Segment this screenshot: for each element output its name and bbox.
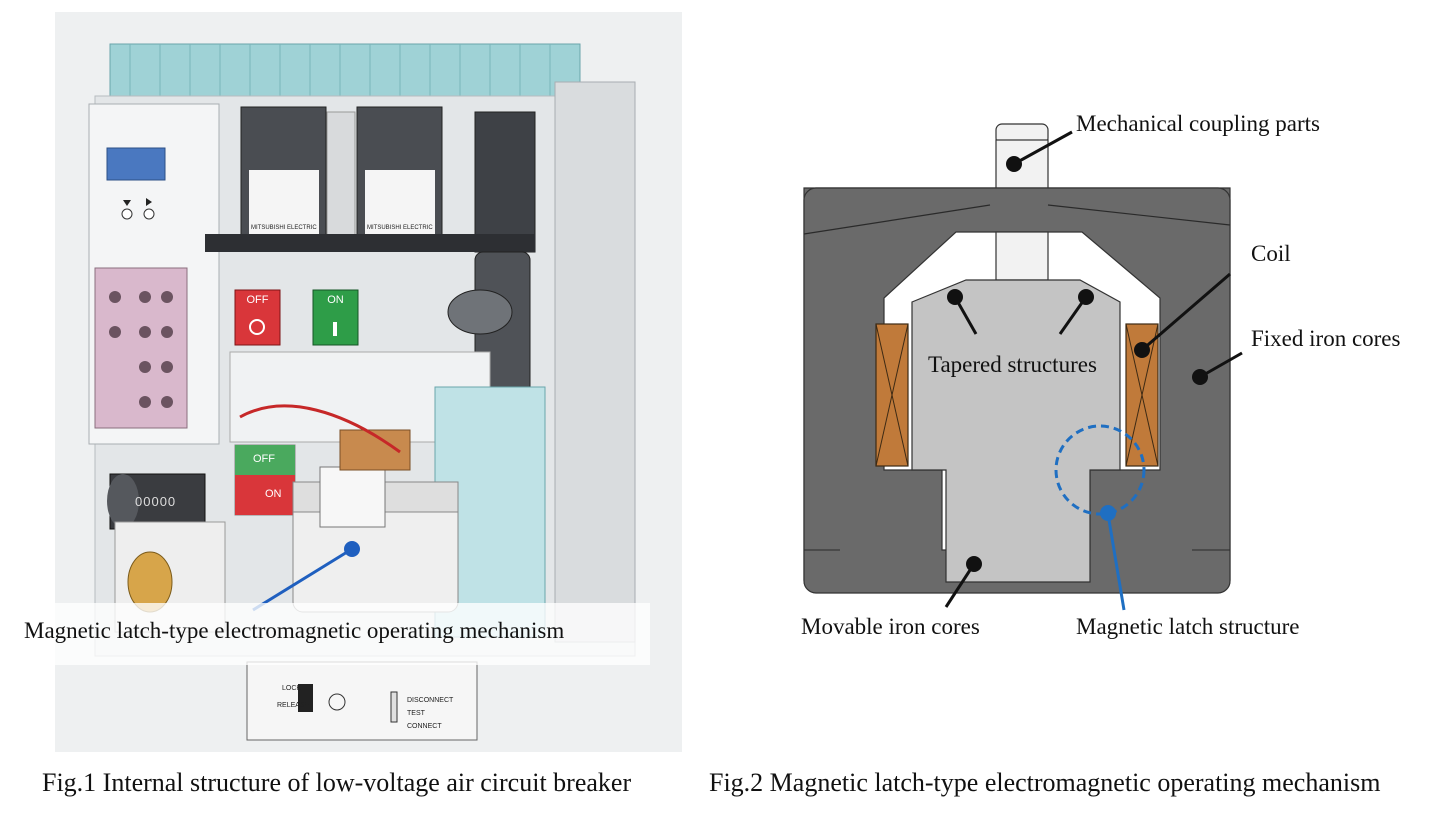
fig1-callout-label: Magnetic latch-type electromagnetic oper… <box>24 618 565 643</box>
callout-backdrop <box>18 603 650 665</box>
label-magnetic-latch-structure: Magnetic latch structure <box>1076 614 1300 639</box>
label-mechanical-coupling-parts: Mechanical coupling parts <box>1076 111 1320 136</box>
figure-2-mechanism-diagram <box>790 110 1430 650</box>
on-button: ON <box>313 294 358 306</box>
lock-label: LOCK <box>282 685 302 692</box>
on-button-label: ON <box>327 294 344 306</box>
operation-counter: 00000 <box>135 494 177 509</box>
position-disconnect: DISCONNECT <box>407 697 454 704</box>
off-button-label: OFF <box>246 294 269 306</box>
indicator-off-label: OFF <box>253 453 275 465</box>
release-label: RELEASE <box>277 702 310 709</box>
label-tapered-structures: Tapered structures <box>928 352 1097 377</box>
figure-1-caption: Fig.1 Internal structure of low-voltage … <box>42 768 632 797</box>
label-movable-iron-cores: Movable iron cores <box>801 614 980 639</box>
position-test: TEST <box>407 710 425 717</box>
mechanism-cross-section <box>803 123 1243 611</box>
movable-iron-core <box>911 279 1121 583</box>
brand-label-1: MITSUBISHI ELECTRIC <box>251 225 317 231</box>
off-button: OFF <box>235 294 280 306</box>
figure-2-caption: Fig.2 Magnetic latch-type electromagneti… <box>709 768 1381 797</box>
label-coil: Coil <box>1251 241 1291 266</box>
position-connect: CONNECT <box>407 723 442 730</box>
brand-label-2: MITSUBISHI ELECTRIC <box>367 225 433 231</box>
indicator-on-label: ON <box>265 488 282 500</box>
label-fixed-iron-cores: Fixed iron cores <box>1251 326 1401 351</box>
